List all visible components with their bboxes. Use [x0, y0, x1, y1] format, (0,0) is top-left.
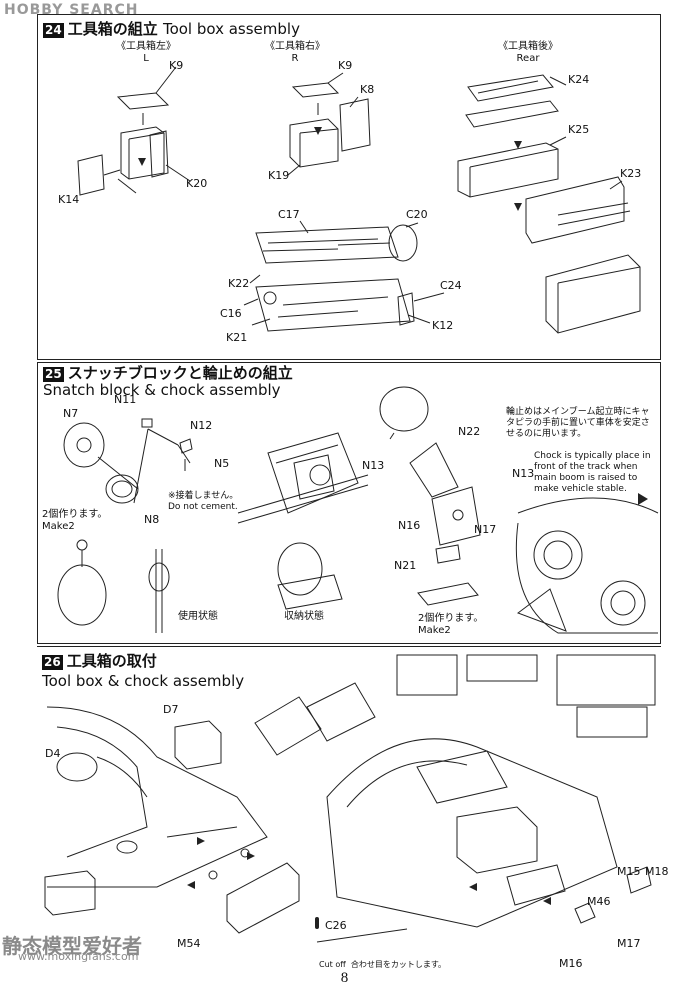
part-label: K19 — [268, 169, 290, 182]
part-label: K14 — [58, 193, 80, 206]
part-label: C16 — [220, 307, 242, 320]
step-26-title-en: Tool box & chock assembly — [42, 672, 245, 690]
part-label: N13 — [362, 459, 385, 472]
step-25-number: 25 — [43, 367, 64, 382]
chock-note-en: Chock is typically place in front of the… — [534, 451, 651, 494]
step-24-title-jp: 工具箱の組立 — [67, 20, 158, 38]
part-label: N21 — [394, 559, 417, 572]
toolbox-left-caption: 《工具箱左》L — [116, 41, 176, 64]
step-26-title-jp: 工具箱の取付 — [66, 652, 157, 670]
part-label: N22 — [458, 425, 481, 438]
part-label: M16 — [559, 957, 583, 970]
part-label: N13 — [512, 467, 535, 480]
part-label: K12 — [432, 319, 454, 332]
part-label: M54 — [177, 937, 201, 950]
step-24-title-en: Tool box assembly — [162, 20, 300, 38]
part-label: K25 — [568, 123, 590, 136]
part-label: N12 — [190, 419, 213, 432]
toolbox-rear-caption: 《工具箱後》Rear — [498, 41, 558, 64]
step-26-number: 26 — [42, 655, 63, 670]
make2-note-left: 2個作ります。Make2 — [42, 509, 108, 532]
part-label: K24 — [568, 73, 590, 86]
in-use-caption: 使用状態 — [178, 611, 218, 622]
part-label: K22 — [228, 277, 250, 290]
part-label: C26 — [325, 919, 347, 932]
part-label: N5 — [214, 457, 230, 470]
part-label: M18 — [645, 865, 669, 878]
part-label: K9 — [338, 59, 353, 72]
part-label: D4 — [45, 747, 61, 760]
cut-off-note: Cut off 合わせ目をカットします。 — [319, 960, 447, 969]
part-label: N8 — [144, 513, 160, 526]
stowed-caption: 収納状態 — [284, 611, 324, 622]
part-label: M15 — [617, 865, 641, 878]
part-label: K23 — [620, 167, 642, 180]
part-label: C17 — [278, 208, 300, 221]
step-25-title-en: Snatch block & chock assembly — [43, 381, 281, 399]
bottom-watermark-url: www.moxingfans.com — [18, 950, 139, 963]
bottom-watermark: 静态模型爱好者 — [2, 934, 142, 958]
make2-note-right: 2個作ります。Make2 — [418, 613, 484, 636]
part-label: K20 — [186, 177, 208, 190]
part-label: N16 — [398, 519, 421, 532]
step-24-number: 24 — [43, 23, 64, 38]
step-25-title-jp: スナッチブロックと輪止めの組立 — [67, 364, 293, 382]
step-26-drawing — [44, 654, 656, 943]
part-label: K9 — [169, 59, 184, 72]
step-24-drawing — [77, 66, 641, 334]
part-label: N17 — [474, 523, 497, 536]
toolbox-right-caption: 《工具箱右》R — [265, 41, 325, 64]
part-label: N7 — [63, 407, 79, 420]
part-label: C24 — [440, 279, 462, 292]
page-number: 8 — [340, 970, 349, 986]
part-label: M46 — [587, 895, 611, 908]
part-label: C20 — [406, 208, 428, 221]
part-label: K8 — [360, 83, 375, 96]
part-label: N11 — [114, 393, 137, 406]
no-cement-note: ※接着しません。Do not cement. — [168, 491, 239, 512]
chock-note-jp: 輪止めはメインブーム起立時にキャタピラの手前に置いて車体を安定させるのに用います… — [506, 407, 650, 439]
part-label: D7 — [163, 703, 179, 716]
part-label: M17 — [617, 937, 641, 950]
part-label: K21 — [226, 331, 248, 344]
step-25-drawing — [57, 386, 659, 634]
